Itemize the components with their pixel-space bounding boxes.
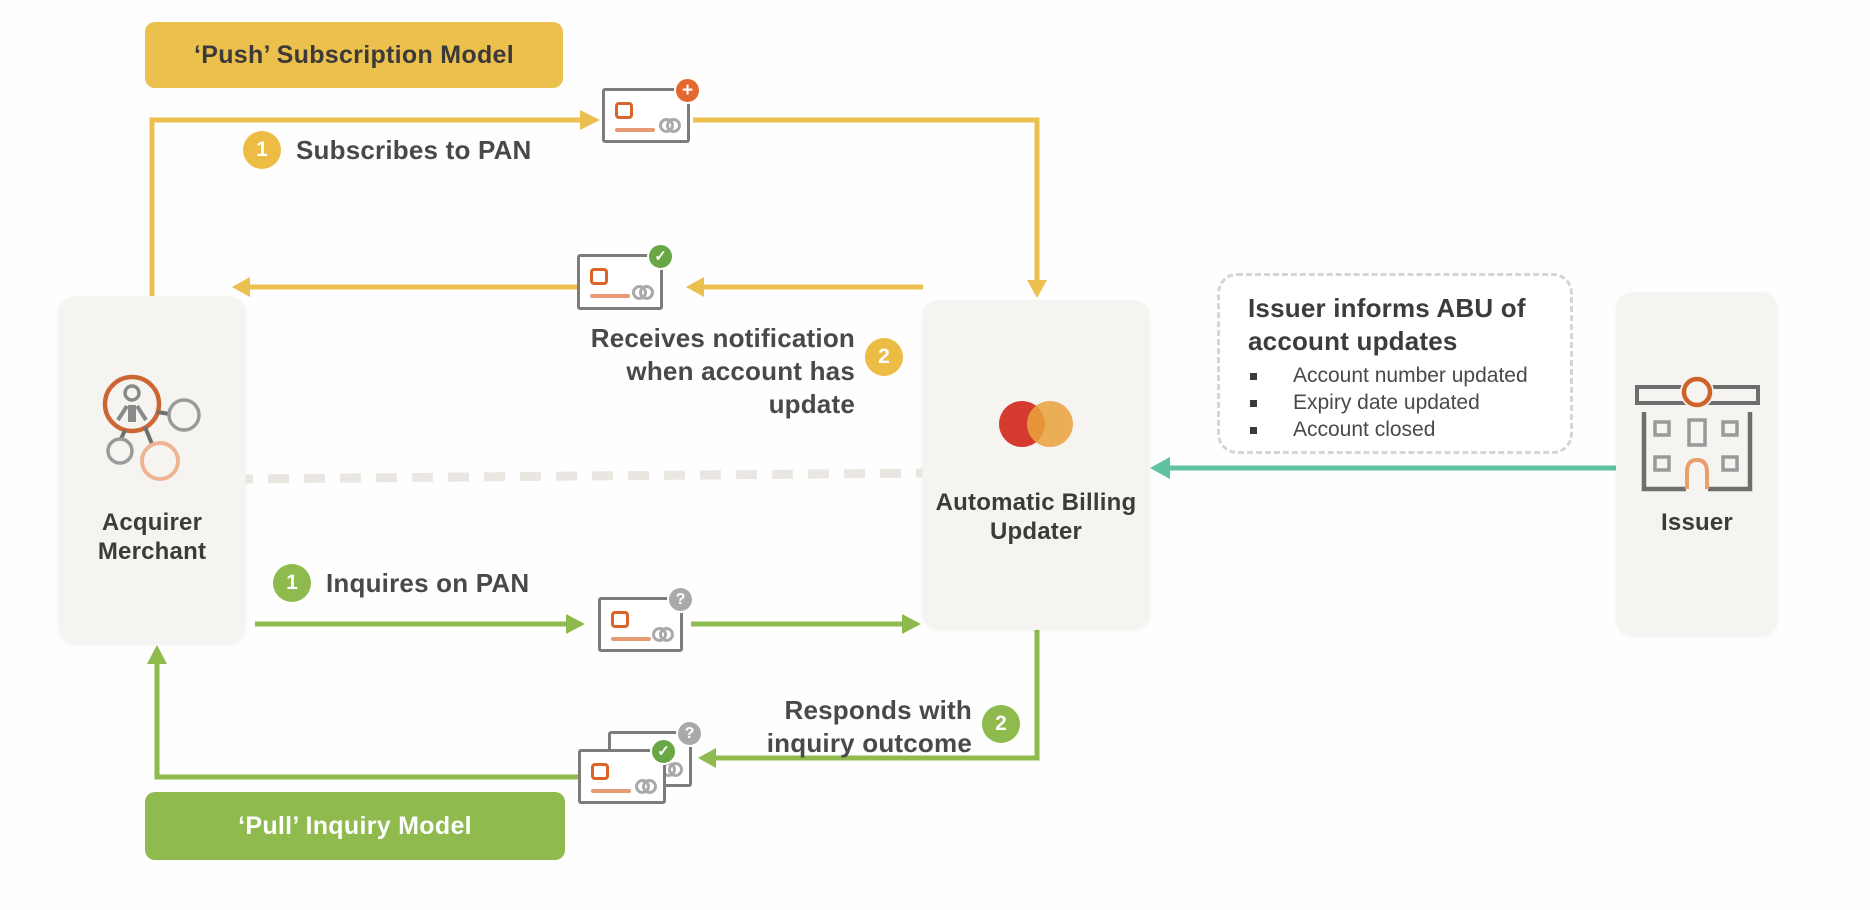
- callout-bullet-list: Account number updated Expiry date updat…: [1248, 362, 1560, 443]
- receives-notification-label: Receives notification when account has u…: [540, 322, 855, 421]
- callout-title-line2: account updates: [1248, 326, 1458, 356]
- acquirer-merchant-node: Acquirer Merchant: [58, 296, 246, 644]
- push-model-banner: ‘Push’ Subscription Model: [145, 22, 563, 88]
- bullet-square-icon: [1250, 400, 1257, 407]
- card-brand-rings-icon: [632, 284, 654, 302]
- card-stripe: [591, 789, 631, 793]
- receives-line1: Receives notification: [590, 323, 855, 353]
- bullet-text: Expiry date updated: [1293, 391, 1480, 414]
- issuer-to-abu-arrow: [1150, 457, 1616, 479]
- card-chip-icon: [590, 268, 608, 285]
- issuer-node: Issuer: [1616, 292, 1778, 636]
- pull-flow-arrows: [154, 621, 1040, 780]
- callout-bullet-item: Expiry date updated: [1248, 389, 1560, 416]
- pull-step2-number: 2: [982, 705, 1020, 743]
- card-response-stack-icon: ? ✓: [578, 720, 703, 811]
- receives-line2: when account has update: [626, 356, 855, 419]
- merchant-network-icon: [102, 374, 201, 481]
- issuer-label: Issuer: [1616, 508, 1778, 537]
- callout-bullet-item: Account closed: [1248, 416, 1560, 443]
- card-stripe: [611, 637, 651, 641]
- acquirer-label-line2: Merchant: [97, 538, 207, 565]
- card-response-front-icon: ✓: [578, 738, 677, 804]
- pull-model-banner: ‘Pull’ Inquiry Model: [145, 792, 565, 860]
- pull-flow-arrowheads: [147, 614, 921, 768]
- acquirer-label-line1: Acquirer: [101, 509, 203, 536]
- abu-label: Automatic Billing Updater: [922, 488, 1150, 546]
- card-chip-icon: [611, 611, 629, 628]
- question-badge-icon: ?: [676, 720, 703, 747]
- push-step2-number: 2: [865, 338, 903, 376]
- check-badge-icon: ✓: [650, 738, 677, 765]
- responds-line1: Responds with: [784, 695, 972, 725]
- question-badge-icon: ?: [667, 586, 694, 613]
- acquirer-merchant-label: Acquirer Merchant: [58, 508, 246, 566]
- callout-bullet-item: Account number updated: [1248, 362, 1560, 389]
- card-stripe: [590, 294, 630, 298]
- bullet-square-icon: [1250, 373, 1257, 380]
- callout-title-line1: Issuer informs ABU of: [1248, 293, 1526, 323]
- issuer-label-text: Issuer: [1661, 509, 1733, 536]
- push-pull-divider-line: [231, 468, 937, 484]
- card-notification-icon: ✓: [577, 243, 674, 310]
- plus-badge-icon: +: [674, 77, 701, 104]
- push-flow-arrows: [149, 117, 1040, 296]
- pull-step1-number: 1: [273, 564, 311, 602]
- callout-title: Issuer informs ABU of account updates: [1248, 292, 1560, 358]
- check-badge-icon: ✓: [647, 243, 674, 270]
- card-brand-rings-icon: [659, 117, 681, 135]
- push-flow-arrowheads: [232, 110, 1047, 298]
- inquires-on-pan-label: Inquires on PAN: [326, 568, 530, 598]
- bullet-text: Account closed: [1293, 418, 1436, 441]
- automatic-billing-updater-node: Automatic Billing Updater: [922, 300, 1150, 630]
- responds-line2: inquiry outcome: [766, 728, 972, 758]
- push-step1-number: 1: [243, 131, 281, 169]
- abu-label-line1: Automatic Billing: [935, 489, 1137, 516]
- card-stripe: [615, 128, 655, 132]
- card-subscribe-icon: +: [602, 77, 701, 143]
- abu-label-line2: Updater: [989, 518, 1083, 545]
- mastercard-logo-icon: [999, 401, 1073, 447]
- card-inquiry-icon: ?: [598, 586, 694, 652]
- responds-with-outcome-label: Responds with inquiry outcome: [660, 694, 972, 760]
- bank-building-icon: [1635, 375, 1760, 492]
- issuer-informs-callout: Issuer informs ABU of account updates Ac…: [1217, 273, 1573, 454]
- subscribes-to-pan-label: Subscribes to PAN: [296, 135, 532, 165]
- card-chip-icon: [615, 102, 633, 119]
- card-brand-rings-icon: [635, 778, 657, 796]
- bullet-square-icon: [1250, 427, 1257, 434]
- bullet-text: Account number updated: [1293, 364, 1528, 387]
- card-brand-rings-icon: [652, 626, 674, 644]
- card-chip-icon: [591, 763, 609, 780]
